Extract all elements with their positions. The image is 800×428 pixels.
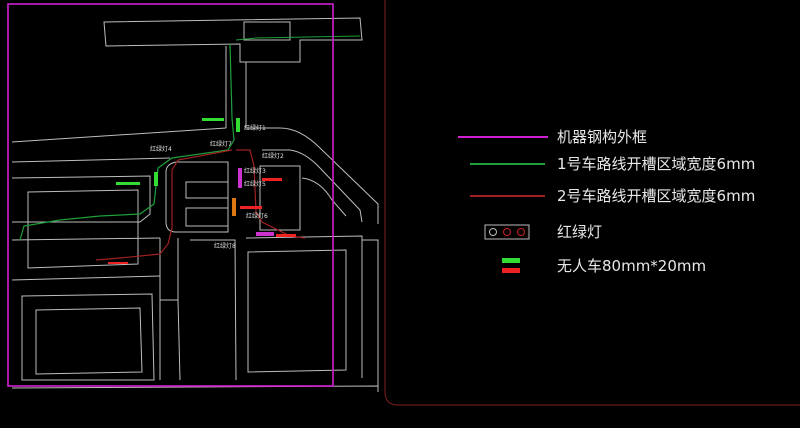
vehicle-5-icon (276, 234, 296, 237)
light-label-3: 红绿灯3 (244, 167, 266, 175)
route-1-top-branch (235, 35, 361, 41)
vehicle-4-icon (240, 206, 262, 209)
route-2-right-branch (236, 149, 306, 239)
vehicle-6-icon (108, 262, 128, 264)
traffic-light-6-icon (232, 198, 236, 216)
traffic-light-5-icon (238, 168, 242, 188)
light-label-1: 红绿灯1 (244, 124, 266, 132)
machine-steel-frame (7, 3, 334, 387)
light-label-4: 红绿灯4 (150, 145, 172, 153)
legend-vehicle-green-icon (502, 258, 520, 263)
light-label-2: 红绿灯2 (262, 152, 284, 160)
light-label-8: 红绿灯8 (214, 242, 236, 250)
legend-vehicle-label: 无人车80mm*20mm (557, 257, 707, 275)
map-markers (108, 118, 296, 264)
road-network (11, 17, 379, 392)
light-label-5: 红绿灯5 (244, 180, 266, 188)
legend-traffic-light-label: 红绿灯 (557, 223, 603, 241)
light-label-7: 红绿灯7 (210, 140, 232, 148)
vehicle-1-icon (202, 118, 224, 121)
vehicle-3-icon (262, 178, 282, 181)
vehicle-2-icon (116, 182, 140, 185)
legend-frame-label: 机器钢构外框 (557, 128, 648, 146)
legend-traffic-light-icon (484, 224, 530, 240)
traffic-light-1-icon (236, 118, 240, 132)
legend-vehicle-red-icon (502, 268, 520, 273)
route-1-path (19, 43, 235, 241)
light-label-6: 红绿灯6 (246, 212, 268, 220)
legend-route2-label: 2号车路线开槽区域宽度6mm (557, 187, 756, 205)
sheet-border (384, 0, 800, 406)
legend-route1-label: 1号车路线开槽区域宽度6mm (557, 155, 756, 173)
traffic-light-4-icon (154, 172, 158, 186)
route-2-path (95, 149, 233, 261)
traffic-light-8-icon (256, 232, 274, 236)
